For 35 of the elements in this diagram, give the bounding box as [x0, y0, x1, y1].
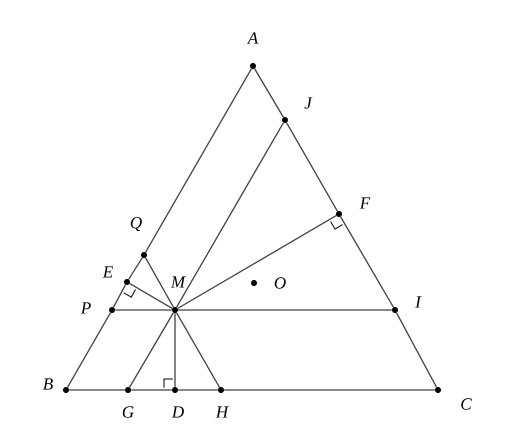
line-segment [145, 257, 174, 308]
point-label: O [274, 277, 286, 289]
point-label: P [80, 302, 91, 314]
point-label: I [415, 296, 422, 308]
line-segment [112, 284, 126, 308]
line-segment [69, 389, 125, 391]
point-label: A [246, 32, 258, 44]
line-segment [176, 312, 220, 388]
point-label: C [461, 398, 472, 410]
point-label: B [42, 378, 53, 390]
line-segment [177, 215, 337, 309]
line-segment [174, 313, 176, 387]
line-segment [131, 389, 172, 391]
line-segment [115, 309, 172, 311]
line-segment [224, 389, 435, 391]
line-segment [340, 216, 394, 308]
line-segment [129, 312, 174, 388]
point-label: F [360, 197, 370, 209]
line-segment [176, 122, 284, 308]
line-segment [129, 283, 173, 309]
point-label: G [122, 406, 134, 418]
line-segment [128, 257, 143, 280]
point-label: Q [130, 216, 142, 231]
line-segment [178, 309, 392, 311]
line-segment [67, 312, 111, 388]
point-label: H [216, 406, 229, 418]
line-segment [145, 68, 252, 253]
point-label: E [102, 266, 113, 278]
line-segment [396, 312, 438, 388]
point-label: J [304, 97, 312, 109]
point-label: D [172, 406, 184, 418]
line-segment [254, 68, 284, 118]
line-segment [178, 389, 218, 391]
line-segment [286, 122, 338, 212]
point-label: M [170, 276, 186, 288]
